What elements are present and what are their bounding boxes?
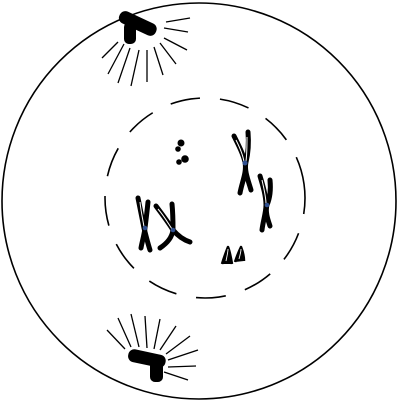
centriole-pair-top <box>117 9 159 44</box>
centrosome-top <box>102 9 190 86</box>
chromosome-2 <box>260 176 270 230</box>
nucleolus-1 <box>178 140 185 147</box>
nucleoli <box>175 140 189 165</box>
nuclear-envelope <box>92 85 318 311</box>
chromosome-4 <box>156 204 190 248</box>
nucleolus-3 <box>181 155 189 163</box>
centromere-1 <box>243 161 248 166</box>
chromosomes <box>138 132 270 264</box>
centriole-pair-bottom <box>127 348 167 382</box>
centromere-3 <box>143 226 148 231</box>
centrosome-bottom <box>107 314 198 382</box>
nucleolus-4 <box>176 159 182 165</box>
cell-membrane <box>2 3 396 399</box>
centromere-4 <box>171 228 176 233</box>
centromere-2 <box>265 203 270 208</box>
nucleolus-2 <box>175 146 181 152</box>
chromosome-1 <box>234 132 251 193</box>
chromosome-5 <box>222 247 244 264</box>
chromosome-3 <box>138 198 150 250</box>
